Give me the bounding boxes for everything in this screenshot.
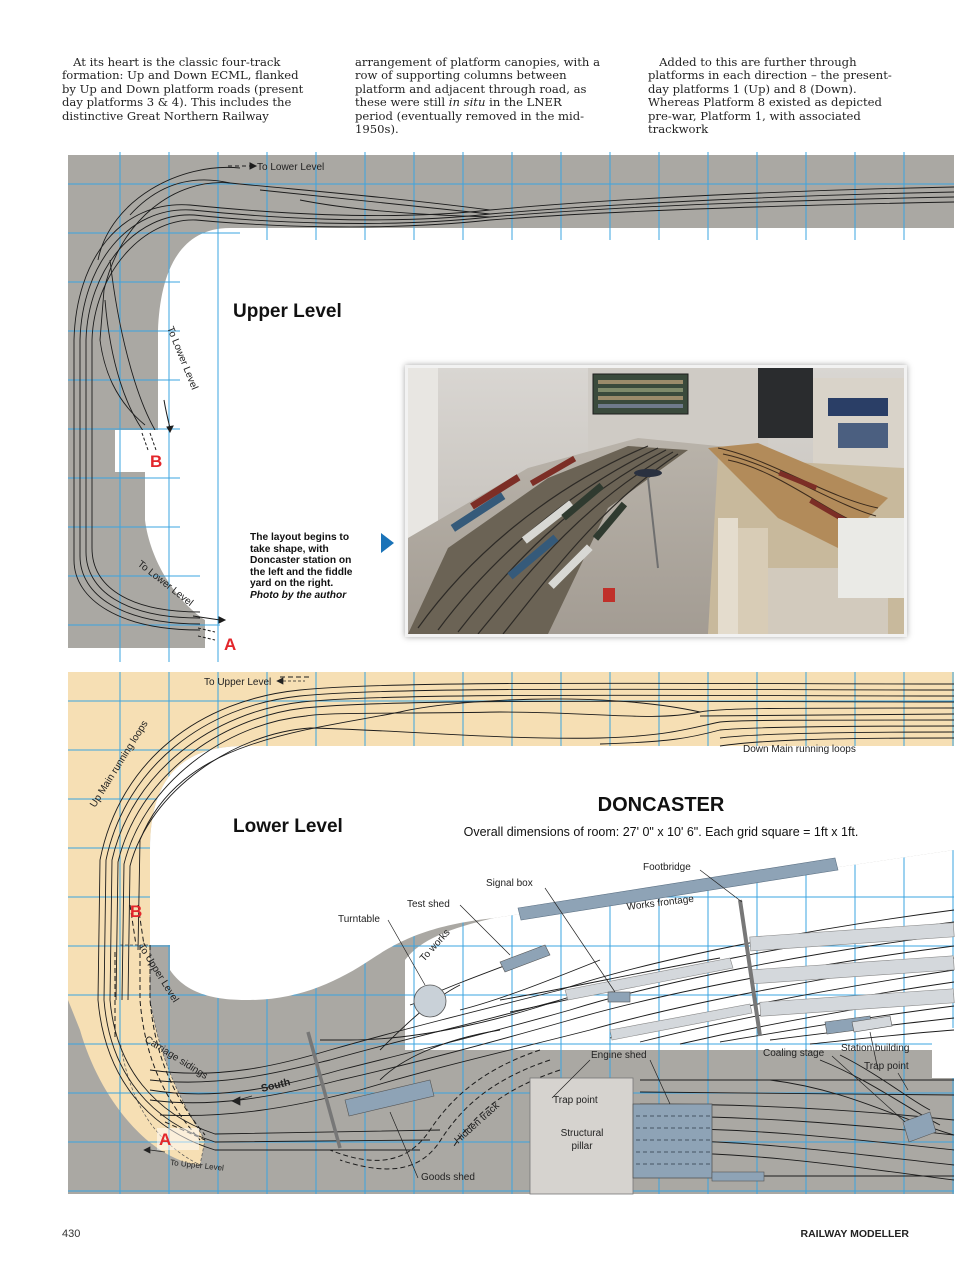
- lower-level-board: To Upper Level Up Main running loops Dow…: [68, 672, 955, 1195]
- lower-marker-b: B: [130, 902, 142, 921]
- engine-shed-label: Engine shed: [591, 1050, 647, 1061]
- layout-photo-image: [408, 368, 904, 634]
- turntable-structure: [413, 984, 447, 1018]
- upper-ramp-dashes: [141, 162, 258, 641]
- article-col2-text-b: in the LNER period (eventually removed i…: [355, 95, 585, 137]
- station-building-structure: [851, 1015, 893, 1033]
- coaling-stage-label: Coaling stage: [763, 1048, 825, 1059]
- article-col2-italic: in situ: [448, 95, 486, 110]
- upper-level-board: To Lower Level Upper Level To Lower Leve…: [68, 152, 954, 662]
- article-column-1: At its heart is the classic four-track f…: [62, 55, 307, 123]
- structural-pillar-label-2: pillar: [571, 1141, 593, 1152]
- article-column-3: Added to this are further through platfo…: [648, 55, 893, 137]
- upper-to-lower-label-top: To Lower Level: [257, 162, 324, 173]
- upper-marker-b: B: [150, 452, 162, 471]
- lower-to-upper-label-top: To Upper Level: [204, 677, 271, 688]
- signal-box-structure: [607, 991, 631, 1003]
- goods-shed-structure: [344, 1079, 435, 1117]
- upper-level-title: Upper Level: [233, 301, 342, 322]
- engine-shed-roads: [636, 1115, 710, 1165]
- station-building-label: Station building: [841, 1043, 909, 1054]
- callout-leaders: [143, 677, 909, 1179]
- footbridge-label: Footbridge: [643, 862, 691, 873]
- magazine-name: RAILWAY MODELLER: [800, 1228, 909, 1240]
- photo-credit: Photo by the author: [250, 589, 347, 601]
- room-dimensions-subheading: Overall dimensions of room: 27' 0" x 10'…: [464, 825, 859, 839]
- trap-point-right-label: Trap point: [864, 1061, 909, 1072]
- lower-structures: [306, 857, 955, 1195]
- footbridge-structure: [738, 899, 762, 1037]
- structural-pillar-label-1: Structural: [561, 1128, 604, 1139]
- road-bridge: [306, 1031, 342, 1149]
- platform-upper: [749, 922, 955, 952]
- platform-middle: [749, 955, 955, 985]
- marker-a-highlight: [157, 1128, 199, 1150]
- page-number: 430: [62, 1228, 81, 1240]
- lower-loop-tracks: [97, 682, 955, 1151]
- structural-pillar: [529, 1077, 634, 1195]
- engine-shed-structure: [632, 1103, 713, 1179]
- works-frontage: [517, 857, 839, 921]
- upper-tracks: [73, 166, 954, 631]
- works-platform: [564, 957, 734, 1001]
- platform-extension: [609, 1003, 753, 1041]
- doncaster-heading: DONCASTER: [598, 794, 725, 816]
- shed-extension: [711, 1171, 765, 1182]
- upper-to-lower-label-curve: To Lower Level: [164, 325, 199, 391]
- trap-point-left-label: Trap point: [553, 1095, 598, 1106]
- trap-point-building: [902, 1111, 937, 1143]
- lower-level-title: Lower Level: [233, 816, 343, 837]
- test-shed-structure: [499, 944, 551, 973]
- goods-shed-label: Goods shed: [421, 1172, 475, 1183]
- down-main-loops-label: Down Main running loops: [743, 744, 856, 755]
- platform-lower: [759, 988, 955, 1017]
- article-column-2: arrangement of platform canopies, with a…: [355, 55, 600, 137]
- article-col3-text: Added to this are further through platfo…: [648, 55, 892, 137]
- photo-caption: The layout begins to take shape, with Do…: [250, 532, 368, 602]
- turntable-label: Turntable: [338, 914, 380, 925]
- caption-pointer-icon: [381, 533, 394, 553]
- article-col1-text: At its heart is the classic four-track f…: [62, 55, 304, 123]
- article-col2-text-a: arrangement of platform canopies, with a…: [355, 55, 600, 110]
- photo-caption-text: The layout begins to take shape, with Do…: [250, 532, 353, 590]
- test-shed-label: Test shed: [407, 899, 450, 910]
- signal-box-label: Signal box: [486, 878, 533, 889]
- layout-photo: [405, 365, 907, 637]
- lower-marker-a: A: [159, 1130, 171, 1149]
- upper-marker-a: A: [224, 635, 236, 654]
